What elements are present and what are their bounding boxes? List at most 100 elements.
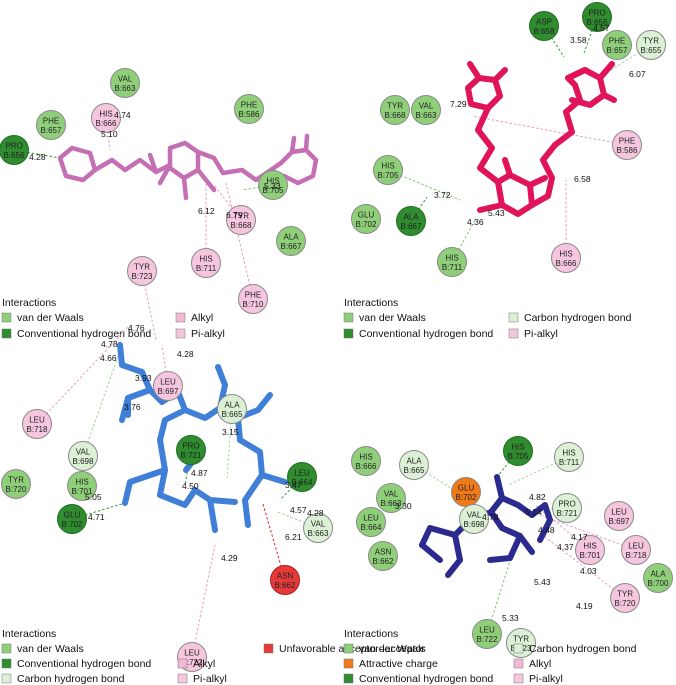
legend-item: Pi-alkyl — [177, 673, 227, 685]
ligand-bond — [419, 525, 458, 548]
legend-swatch — [177, 673, 188, 684]
legend-item: Pi-alkyl — [175, 328, 225, 340]
legend-swatch — [175, 312, 186, 323]
interaction-line — [13, 149, 61, 159]
legend-item: van der Waals — [343, 643, 426, 655]
legend-swatch — [513, 673, 524, 684]
residue-name: VAL — [311, 520, 326, 529]
residue-id: B:702 — [62, 520, 83, 529]
distance-label: 4.29 — [221, 553, 238, 563]
residue-circle — [91, 103, 121, 133]
legend-item: Attractive charge — [343, 658, 438, 670]
ligand-bond — [601, 92, 617, 103]
ligand-bond — [167, 140, 201, 181]
residue-circle — [356, 507, 386, 537]
residue-name: HIS — [381, 162, 394, 171]
legend-swatch — [513, 658, 524, 669]
legend-swatch — [1, 312, 12, 323]
ligand-bond — [467, 61, 482, 81]
ligand-bond — [265, 147, 319, 186]
residue-name: TYR — [8, 476, 24, 485]
legend-swatch — [1, 673, 12, 684]
distance-label: 4.82 — [529, 492, 546, 502]
residue-circle — [380, 95, 410, 125]
interaction-line — [36, 324, 131, 425]
legend-swatch — [343, 643, 354, 654]
legend-swatch — [343, 658, 354, 669]
residue-id: B:722 — [477, 635, 498, 644]
residue-id: B:718 — [27, 425, 48, 434]
distance-label: 6.58 — [574, 174, 591, 184]
residue-name: VAL — [467, 511, 482, 520]
residue-circle — [529, 11, 559, 41]
distance-label: 4.28 — [177, 349, 194, 359]
residue-circle — [503, 436, 533, 466]
residue-name: LEU — [160, 378, 176, 387]
residue-id: B:697 — [158, 387, 179, 396]
distance-label: 4.78 — [482, 512, 499, 522]
ligand-bond — [289, 135, 297, 155]
distance-label: 5.14 — [525, 507, 542, 517]
legend-swatch — [508, 312, 519, 323]
residue-id: B:662 — [275, 581, 296, 590]
residue-name: PRO — [588, 9, 605, 18]
residue-circle — [604, 501, 634, 531]
residue-name: VAL — [384, 490, 399, 499]
distance-label: 5.05 — [85, 492, 102, 502]
ligand-bond — [157, 487, 198, 508]
residue-id: B:664 — [361, 523, 382, 532]
residue-name: GLU — [458, 484, 475, 493]
residue-name: HIS — [359, 453, 372, 462]
residue-name: LEU — [628, 542, 644, 551]
residue-name: HIS — [445, 254, 458, 263]
residue-name: ALA — [403, 213, 419, 222]
distance-label: 4.36 — [467, 217, 484, 227]
residue-id: B:701 — [72, 487, 93, 496]
residue-name: LEU — [184, 649, 200, 658]
residue-circle — [437, 247, 467, 277]
legend-label: Pi-alkyl — [524, 328, 558, 340]
residue-name: LEU — [611, 508, 627, 517]
distance-label: 4.57 — [290, 505, 307, 515]
panel-b: ASPB:658PROB:656PHEB:657TYRB:655PHEB:586… — [343, 2, 666, 340]
residue-circle — [68, 441, 98, 471]
residue-id: B:700 — [648, 579, 669, 588]
legend-item: Carbon hydrogen bond — [1, 673, 125, 685]
ligand-bond — [181, 175, 189, 201]
distance-label: 4.28 — [29, 152, 46, 162]
distance-label: 4.78 — [101, 339, 118, 349]
legend-label: Alkyl — [193, 658, 215, 670]
interaction-line — [610, 44, 652, 71]
interaction-line — [534, 504, 591, 551]
legend-label: Pi-alkyl — [193, 673, 227, 685]
residue-name: VAL — [419, 102, 434, 111]
distance-label: 3.15 — [222, 427, 239, 437]
residue-circle — [22, 409, 52, 439]
ligand-bond — [492, 67, 508, 83]
residue-id: B:698 — [73, 457, 94, 466]
distance-label: 5.33 — [502, 613, 519, 623]
residue-id: B:723 — [132, 272, 153, 281]
residue-circle — [554, 442, 584, 472]
legend-label: Conventional hydrogen bond — [17, 658, 151, 670]
residue-circle — [276, 226, 306, 256]
legend-label: Alkyl — [191, 312, 213, 324]
distance-label: 3.58 — [570, 35, 587, 45]
residue-id: B:668 — [231, 221, 252, 230]
legend-label: Conventional hydrogen bond — [17, 328, 151, 340]
residue-id: B:720 — [615, 599, 636, 608]
residue-id: B:666 — [96, 119, 117, 128]
residue-circle — [399, 450, 429, 480]
residue-id: B:665 — [222, 410, 243, 419]
residue-name: ALA — [650, 570, 666, 579]
distance-label: 4.87 — [191, 468, 208, 478]
